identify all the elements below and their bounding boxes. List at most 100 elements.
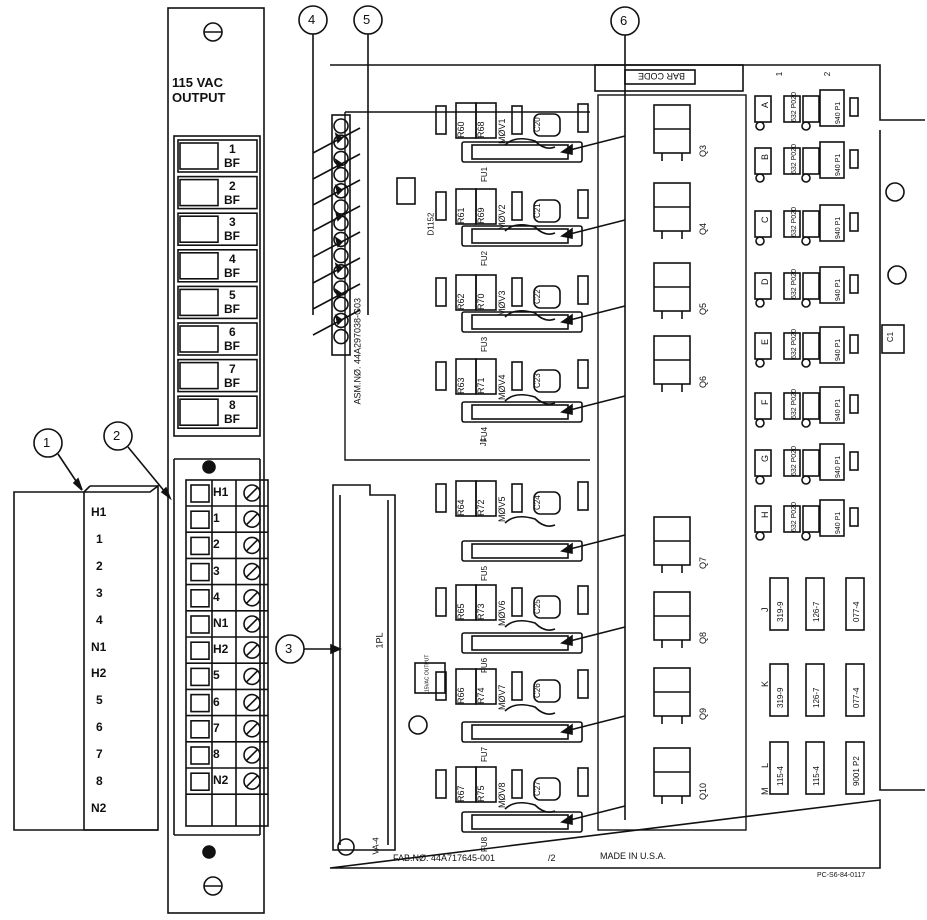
ic-lower-a-2 <box>769 663 789 717</box>
row-resistor-b <box>802 332 820 360</box>
ic-lower-b-label-1: 126-7 <box>812 601 821 622</box>
terminal-clamp-6 <box>190 615 210 634</box>
callout-6-arrowhead-2 <box>560 227 573 239</box>
fuse-label-8: FU8 <box>480 836 489 852</box>
callout-6-arrowhead-6 <box>560 634 573 646</box>
label-card-entry-3: 2 <box>96 558 103 573</box>
row-resistor-a <box>754 210 772 238</box>
callout-1-label: 1 <box>43 435 51 450</box>
resistor-small <box>435 483 447 513</box>
opto-label-7: 632 P020 <box>791 446 798 476</box>
resistor-label-R62: R62 <box>456 293 466 310</box>
resistor-label-R66: R66 <box>456 687 466 704</box>
opto-label-1: 632 P020 <box>791 92 798 122</box>
ic-940-label-2: 940 P1 <box>835 154 842 176</box>
terminal-screw-7 <box>243 641 261 660</box>
triac-label-Q5: Q5 <box>698 303 708 315</box>
triac-label-Q9: Q9 <box>698 708 708 720</box>
resistor-small <box>511 587 523 617</box>
ic-940-label-1: 940 P1 <box>835 102 842 124</box>
row-resistor-a <box>754 449 772 477</box>
terminal-screw-slot <box>245 774 259 788</box>
row-resistor-b <box>802 210 820 238</box>
resistor-label-R64: R64 <box>456 499 466 516</box>
indicator-cell <box>177 139 258 173</box>
terminal-label-12: N2 <box>213 773 229 788</box>
row-resistor-c <box>849 334 859 354</box>
terminal-label-2: 1 <box>213 511 220 526</box>
terminal-clamp-11 <box>190 746 210 765</box>
resistor-label-R61: R61 <box>456 207 466 224</box>
ic-940-5 <box>819 326 845 364</box>
ic-940-label-3: 940 P1 <box>835 217 842 239</box>
test-pad <box>755 121 765 131</box>
mov-6 <box>504 619 556 631</box>
callout-2-label: 2 <box>113 428 121 443</box>
fuse-7 <box>461 721 583 743</box>
indicator-bf-label-5: BF <box>224 302 240 317</box>
capacitor-c1-body <box>881 324 905 354</box>
status-led-13 <box>333 312 349 329</box>
connector-1pl <box>332 484 396 851</box>
bar-code-label: BAR CODE <box>638 71 686 81</box>
resistor-small <box>511 277 523 307</box>
fuse-1 <box>461 141 583 163</box>
indicator-number-5: 5 <box>229 288 236 303</box>
test-pad <box>801 298 811 308</box>
ic-lower-c-label-2: 077-4 <box>852 687 861 708</box>
row-letter-D: D <box>760 278 770 285</box>
callout-4-arrowhead <box>334 262 344 274</box>
heatsink-frame <box>597 94 747 831</box>
row-letter-J: J <box>760 608 770 613</box>
resistor-label-R72: R72 <box>476 499 486 516</box>
opto-label-2: 632 P020 <box>791 144 798 174</box>
terminal-screw-slot <box>245 591 259 605</box>
callout-6-arrowhead-5 <box>560 542 573 554</box>
status-led-6 <box>333 199 349 215</box>
terminal-label-8: 5 <box>213 668 220 683</box>
mov-label-5: MØV5 <box>497 496 507 522</box>
row-resistor-b <box>802 95 820 123</box>
capacitor-C22 <box>533 285 561 309</box>
capacitor-label-C26: C26 <box>533 683 542 698</box>
label-card-entry-7: H2 <box>91 666 107 681</box>
callout-4-led-leader <box>312 231 361 258</box>
ic-940-3 <box>819 204 845 242</box>
row-resistor-c <box>849 507 859 527</box>
indicator-lamp-2 <box>179 178 219 207</box>
terminal-screw-slot <box>245 565 259 579</box>
test-pad <box>801 173 811 183</box>
test-pad <box>801 121 811 131</box>
resistor-label-R74: R74 <box>476 687 486 704</box>
test-pad <box>755 475 765 485</box>
terminal-screw-9 <box>243 693 261 712</box>
test-pad <box>801 358 811 368</box>
terminal-clamp-1 <box>190 484 210 503</box>
test-pad <box>755 236 765 246</box>
indicator-lamp-6 <box>179 325 219 353</box>
indicator-number-6: 6 <box>229 325 236 339</box>
resistor-R69 <box>475 188 497 225</box>
fuse-label-2: FU2 <box>480 250 489 266</box>
made-in-label: MADE IN U.S.A. <box>600 851 667 861</box>
terminal-clamp-10 <box>190 719 210 739</box>
row-resistor-a <box>754 272 772 300</box>
callout-4-led-leader <box>312 153 361 180</box>
terminal-screw-slot <box>245 669 259 683</box>
opto-coupler-1 <box>783 95 801 123</box>
callout-6-arrowhead-4 <box>560 403 573 415</box>
opto-coupler-6 <box>783 392 801 420</box>
callout-6-label: 6 <box>620 13 628 28</box>
resistor-small <box>511 671 523 701</box>
ic-lower-c-3 <box>845 741 865 795</box>
resistor-small <box>511 191 523 221</box>
resistor-small <box>435 769 447 799</box>
label-card-entry-12: N2 <box>91 800 107 815</box>
row-resistor-b <box>802 272 820 300</box>
module-label-text: 115VAC OUTPUT <box>424 654 431 695</box>
capacitor-C26 <box>533 679 561 703</box>
terminal-label-5: 4 <box>213 589 220 604</box>
label-card-entry-2: 1 <box>96 531 103 546</box>
test-pad <box>801 475 811 485</box>
terminal-screw-12 <box>243 772 261 791</box>
